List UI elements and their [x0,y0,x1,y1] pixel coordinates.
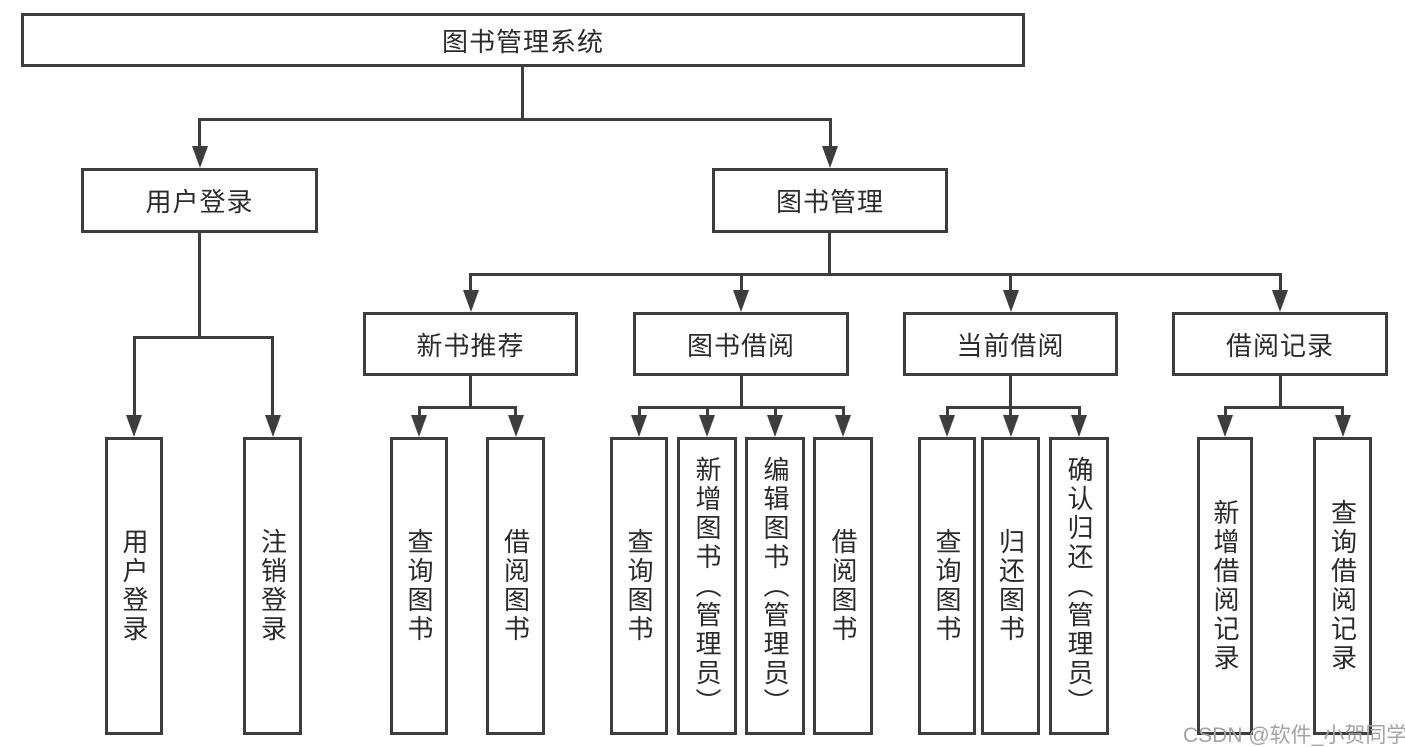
connector-line [774,406,777,417]
node-root: 图书管理系统 [21,13,1025,67]
connector-line [828,233,831,275]
connector-line [198,118,832,121]
connector-line [418,406,517,409]
connector-line [521,67,524,120]
arrow-down-icon [822,146,838,168]
leaf-recommend-query-book: 查询图书 [390,437,448,735]
leaf-borrow-query-book-label: 查询图书 [624,528,654,644]
arrow-down-icon [1272,290,1288,312]
leaf-current-query-book-label: 查询图书 [932,528,962,644]
connector-line [198,118,201,150]
connector-line [1009,406,1012,417]
watermark-text: CSDN @软件_小贺同学 [1183,724,1405,747]
node-book-borrow-label: 图书借阅 [686,330,795,361]
leaf-recommend-borrow-book-label: 借阅图书 [500,528,531,644]
arrow-down-icon [411,415,427,437]
connector-line [1341,406,1344,417]
leaf-user-login-label: 用户登录 [119,528,149,644]
arrow-down-icon [1335,415,1351,437]
leaf-add-borrow-record: 新增借阅记录 [1197,437,1253,735]
arrow-down-icon [508,415,524,437]
leaf-edit-book-admin-label: 编辑图书（管理员） [760,455,790,717]
arrow-down-icon [939,415,955,437]
connector-line [1279,374,1282,409]
connector-line [706,406,709,417]
arrow-down-icon [126,415,142,437]
leaf-user-login: 用户登录 [105,437,163,735]
leaf-return-book: 归还图书 [981,437,1040,735]
leaf-add-borrow-record-label: 新增借阅记录 [1210,499,1240,673]
connector-line [271,336,274,417]
arrow-down-icon [265,415,281,437]
connector-line [638,406,845,409]
node-user-login-label: 用户登录 [145,187,254,217]
leaf-borrow-borrow-book: 借阅图书 [813,437,873,735]
arrow-down-icon [699,415,715,437]
leaf-recommend-query-book-label: 查询图书 [404,528,434,644]
node-book-mgmt: 图书管理 [712,168,948,233]
connector-line [842,406,845,417]
connector-line [638,406,641,417]
node-user-login: 用户登录 [81,168,318,233]
leaf-logout-label: 注销登录 [257,528,288,644]
leaf-query-borrow-record-label: 查询借阅记录 [1327,499,1358,673]
connector-line [946,406,1081,409]
node-new-book-recommend: 新书推荐 [363,312,578,376]
leaf-recommend-borrow-book: 借阅图书 [486,437,545,735]
leaf-add-book-admin-label: 新增图书（管理员） [692,455,722,717]
arrow-down-icon [463,290,479,312]
arrow-down-icon [1003,290,1019,312]
connector-line [1009,273,1012,292]
connector-line [740,273,743,292]
node-book-mgmt-label: 图书管理 [775,187,884,217]
connector-line [469,374,472,409]
leaf-add-book-admin: 新增图书（管理员） [677,437,737,735]
node-new-book-recommend-label: 新书推荐 [416,330,525,361]
connector-line [1078,406,1081,417]
connector-line [1279,273,1282,292]
arrow-down-icon [835,415,851,437]
leaf-current-query-book: 查询图书 [918,437,976,735]
node-book-borrow: 图书借阅 [633,312,849,376]
node-borrow-records: 借阅记录 [1172,312,1388,376]
leaf-confirm-return-admin: 确认归还（管理员） [1049,437,1109,735]
leaf-edit-book-admin: 编辑图书（管理员） [745,437,805,735]
connector-line [469,273,472,292]
leaf-logout: 注销登录 [243,437,302,735]
arrow-down-icon [1217,415,1233,437]
connector-line [946,406,949,417]
arrow-down-icon [631,415,647,437]
connector-line [1224,406,1344,409]
arrow-down-icon [1071,415,1087,437]
arrow-down-icon [192,146,208,168]
arrow-down-icon [1003,415,1019,437]
connector-line [514,406,517,417]
arrow-down-icon [767,415,783,437]
arrow-down-icon [733,290,749,312]
connector-line [133,336,136,417]
leaf-query-borrow-record: 查询借阅记录 [1313,437,1372,735]
connector-line [829,118,832,150]
leaf-confirm-return-admin-label: 确认归还（管理员） [1064,455,1094,717]
connector-line [469,273,1281,276]
connector-line [418,406,421,417]
node-current-borrow-label: 当前借阅 [956,330,1065,361]
leaf-borrow-borrow-book-label: 借阅图书 [828,528,858,644]
node-borrow-records-label: 借阅记录 [1225,330,1334,361]
connector-line [1009,374,1012,409]
connector-line [198,233,201,338]
connector-line [740,374,743,409]
connector-line [1224,406,1227,417]
node-root-label: 图书管理系统 [441,26,604,57]
leaf-return-book-label: 归还图书 [995,528,1026,644]
node-current-borrow: 当前借阅 [903,312,1118,376]
connector-line [133,336,274,339]
leaf-borrow-query-book: 查询图书 [610,437,668,735]
